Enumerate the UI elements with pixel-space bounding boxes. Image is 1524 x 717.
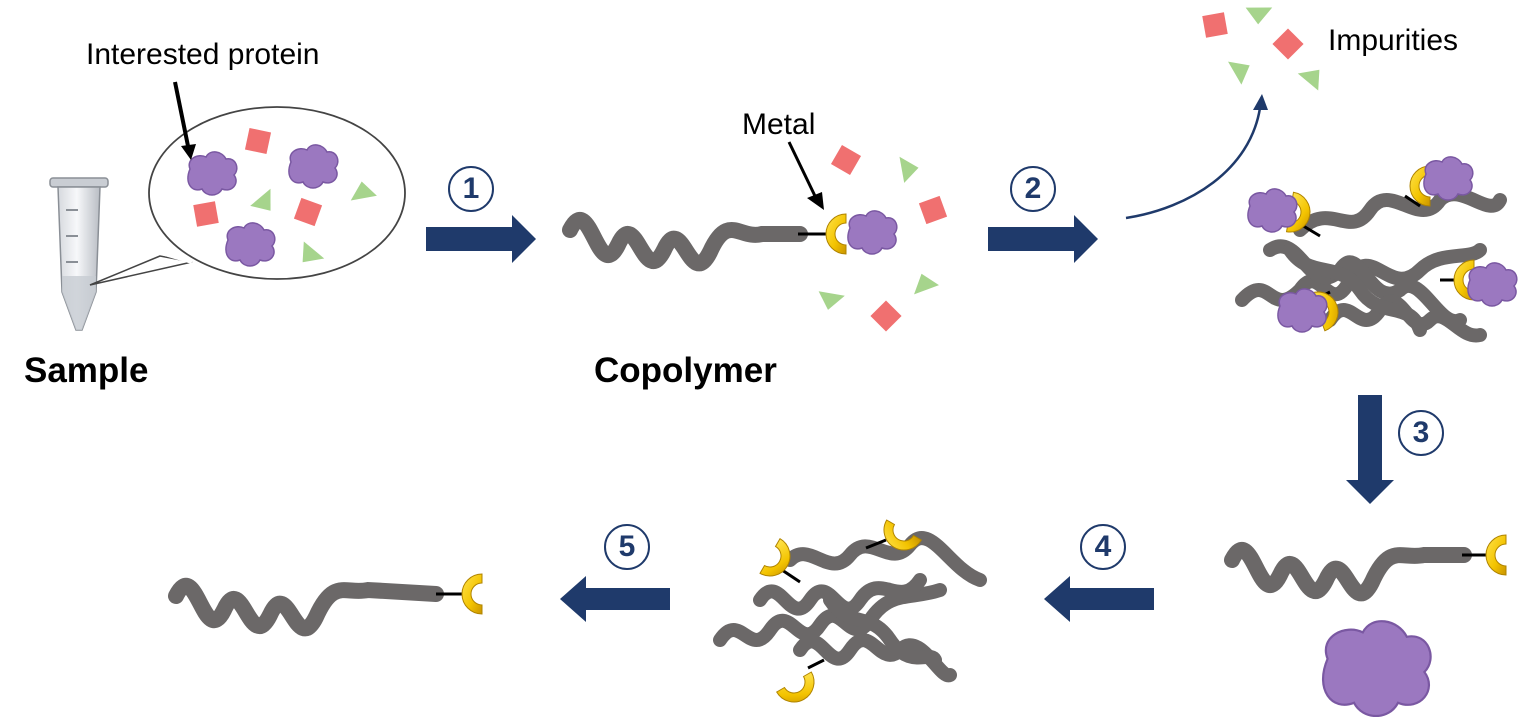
copolymer-recycled <box>168 573 483 637</box>
step-3-arrow <box>1346 395 1394 504</box>
copolymer-released <box>1224 534 1507 602</box>
empty-aggregate-linkers <box>781 538 887 670</box>
label-copolymer: Copolymer <box>594 351 777 390</box>
released-impurities <box>1202 0 1326 91</box>
step-2-badge: 2 <box>1010 166 1056 212</box>
step-1-badge: 1 <box>448 166 494 212</box>
label-interested-protein: Interested protein <box>86 38 320 71</box>
purified-protein <box>1321 620 1432 717</box>
step-1-arrow <box>426 215 536 263</box>
impurity-release-arrow <box>1125 94 1268 220</box>
sample-bubble <box>89 106 406 286</box>
label-metal: Metal <box>742 108 816 141</box>
polymer-aggregate-with-protein <box>1235 187 1507 343</box>
step-5-badge: 5 <box>604 524 650 570</box>
step-2-arrow <box>988 215 1098 263</box>
step-5-arrow <box>560 576 670 622</box>
step-4-badge: 4 <box>1080 524 1126 570</box>
label-sample: Sample <box>24 351 149 390</box>
step-3-badge: 3 <box>1398 410 1444 456</box>
step-4-arrow <box>1044 576 1154 622</box>
metal-pointer-arrow <box>787 141 824 210</box>
polymer-aggregate-empty <box>713 531 987 683</box>
protein-pointer-arrow <box>173 81 196 160</box>
copolymer-bound <box>562 210 898 272</box>
sample-tube <box>49 177 109 331</box>
label-impurities: Impurities <box>1328 24 1459 57</box>
